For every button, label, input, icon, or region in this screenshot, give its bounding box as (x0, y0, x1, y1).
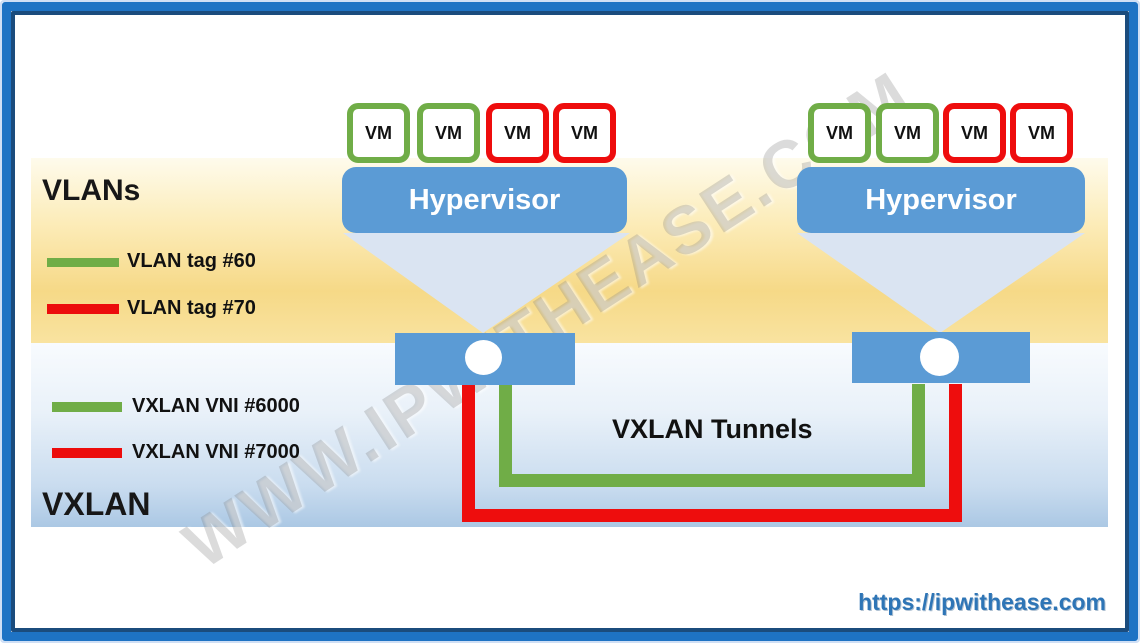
vxlan-vni7000-swatch (52, 448, 122, 458)
funnel-left (343, 233, 630, 333)
vm-box: VM (486, 103, 549, 163)
vxlan-tunnels-label: VXLAN Tunnels (612, 414, 813, 444)
website-url: https://ipwithease.com (858, 589, 1106, 615)
vm-box: VM (943, 103, 1006, 163)
vlan-tag60-label: VLAN tag #60 (127, 250, 256, 272)
vm-box: VM (553, 103, 616, 163)
hypervisor-left: Hypervisor (342, 167, 627, 233)
vlan-section-title: VLANs (42, 174, 141, 207)
vtep-port-right (920, 338, 959, 376)
vm-box: VM (1010, 103, 1073, 163)
funnel-right (797, 233, 1085, 333)
vlan-tag70-swatch (47, 304, 119, 314)
hypervisor-right: Hypervisor (797, 167, 1085, 233)
vxlan-tunnel-green (499, 384, 925, 487)
vxlan-vni7000-label: VXLAN VNI #7000 (132, 441, 300, 463)
vm-box: VM (347, 103, 410, 163)
vxlan-section-title: VXLAN (42, 486, 151, 522)
vlan-tag70-label: VLAN tag #70 (127, 297, 256, 319)
vtep-port-left (465, 340, 502, 375)
vm-box: VM (808, 103, 871, 163)
vlan-tag60-swatch (47, 258, 119, 267)
vxlan-vni6000-label: VXLAN VNI #6000 (132, 395, 300, 417)
vm-box: VM (417, 103, 480, 163)
vm-box: VM (876, 103, 939, 163)
vxlan-tunnel-red (462, 384, 962, 522)
vxlan-vni6000-swatch (52, 402, 122, 412)
